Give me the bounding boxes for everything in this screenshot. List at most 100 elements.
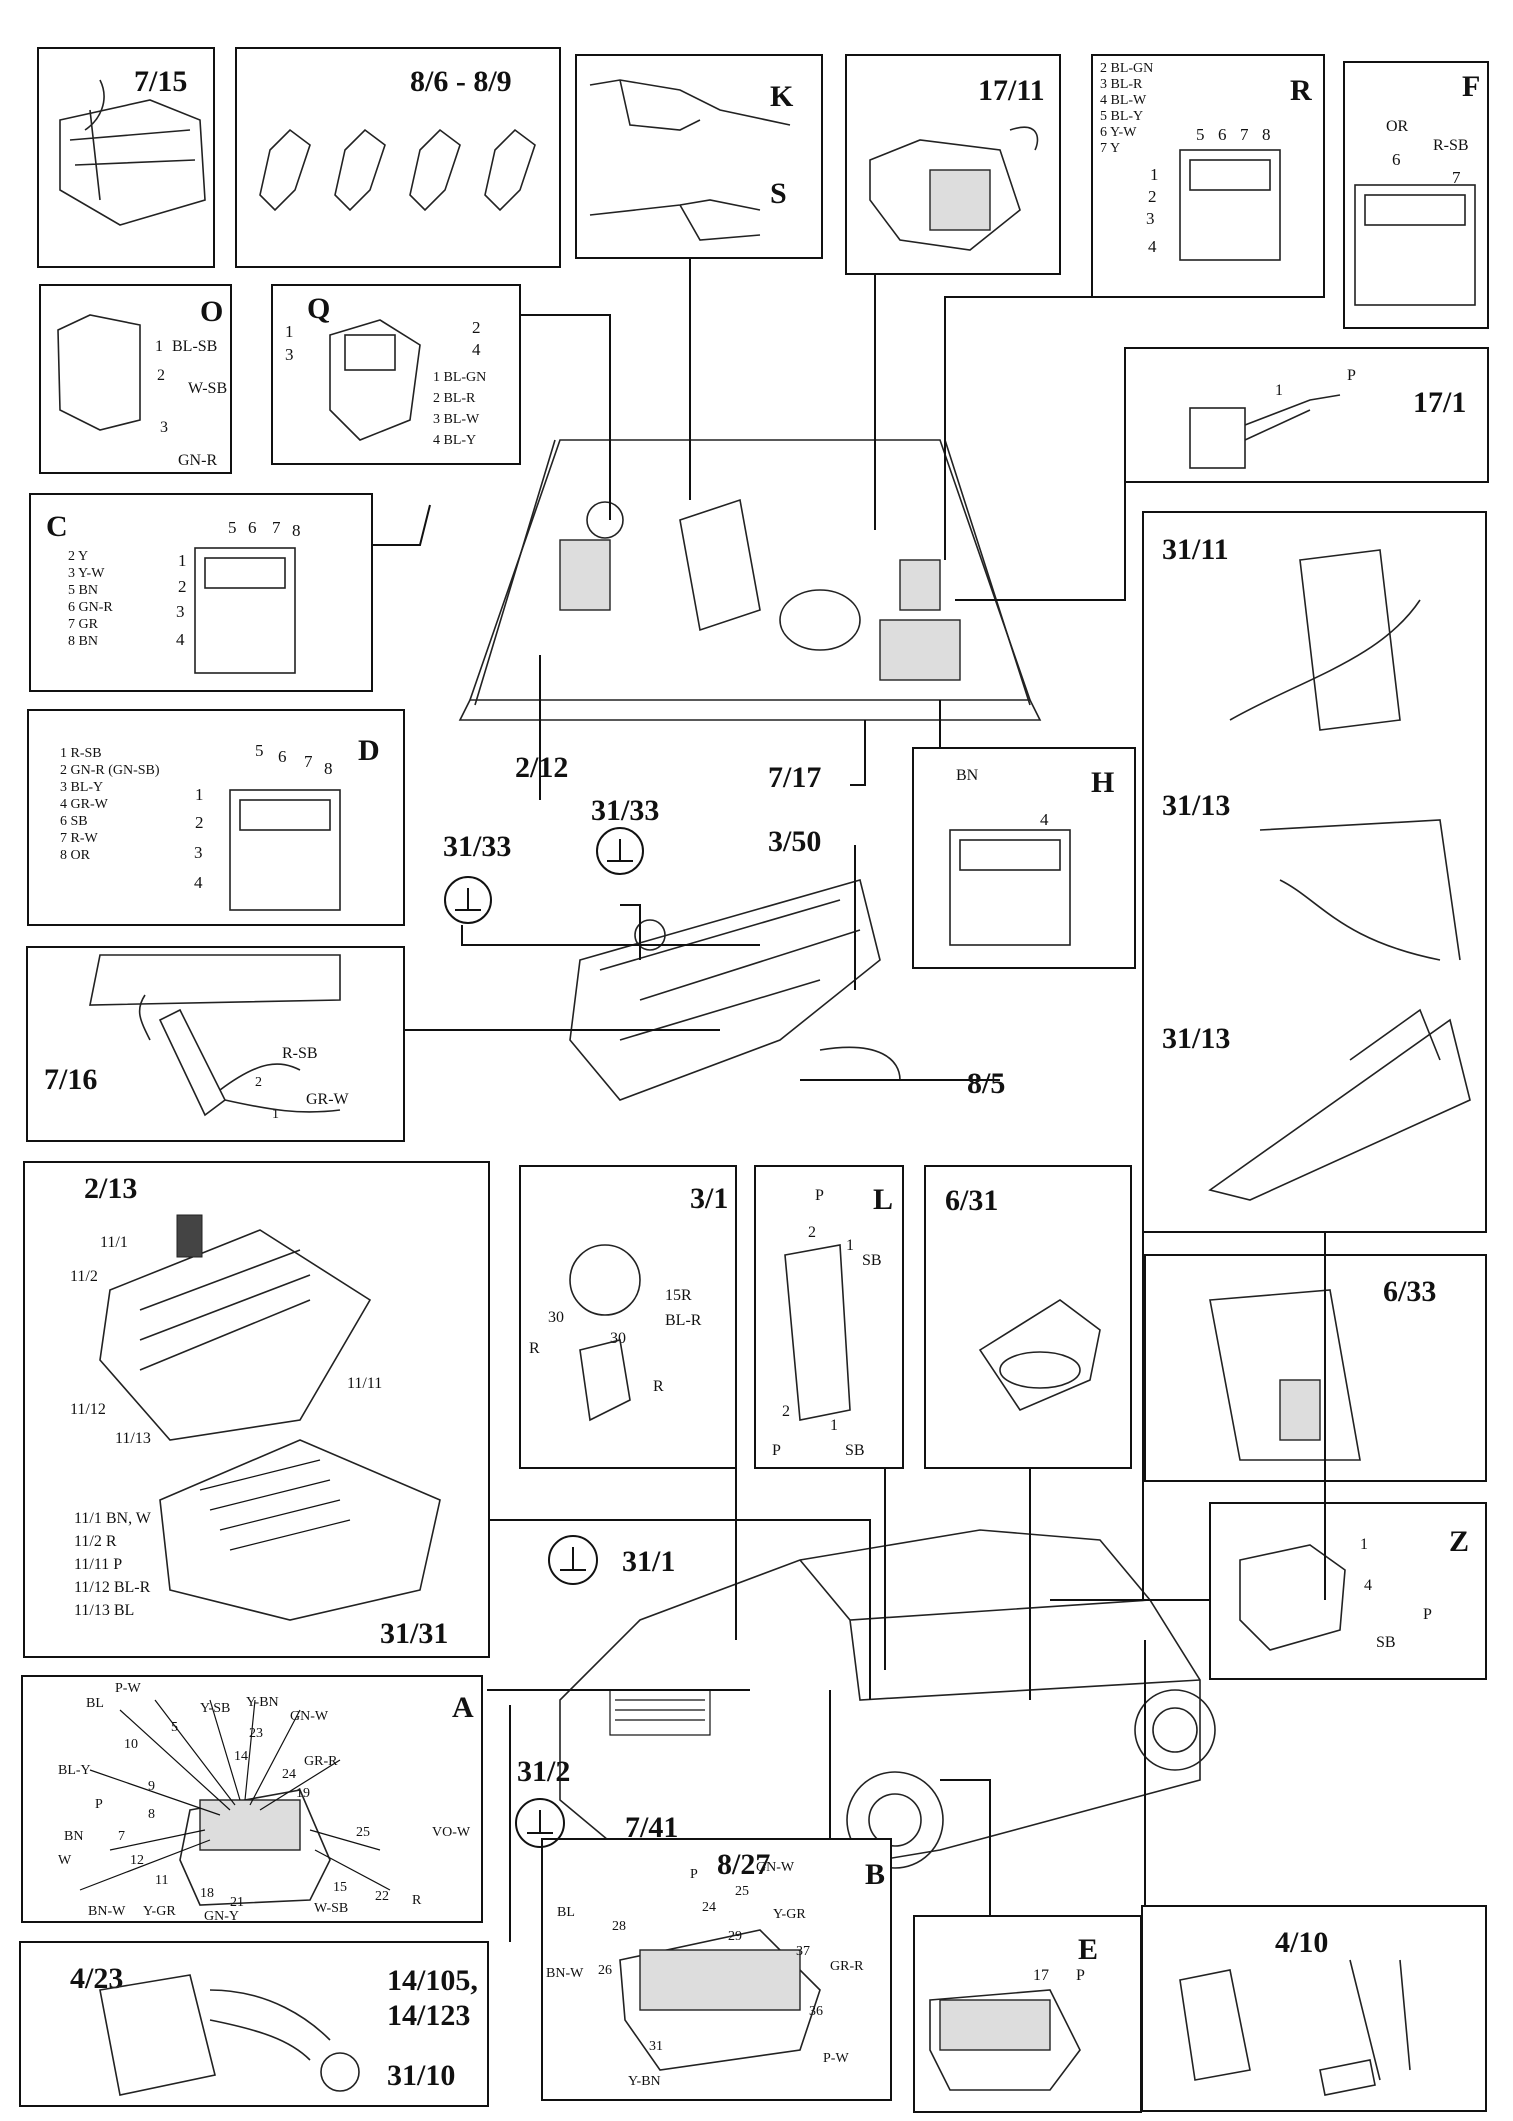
svg-text:8: 8	[1262, 125, 1271, 144]
panel-title: 4/23	[70, 1962, 123, 1995]
ground-symbol	[548, 1535, 598, 1585]
svg-text:R-SB: R-SB	[282, 1045, 318, 1062]
svg-text:3 BL-Y: 3 BL-Y	[60, 780, 103, 795]
panel-title: E	[1078, 1933, 1098, 1966]
svg-text:BL: BL	[557, 1905, 575, 1920]
panel-sub: S	[770, 177, 787, 210]
svg-text:BN-W: BN-W	[88, 1904, 126, 1919]
svg-text:2: 2	[472, 318, 481, 337]
panel-B: B P GN-W BL 28 24 25 Y-GR 29 BN-W 26 37 …	[541, 1838, 892, 2101]
panel-8-6-8-9: 8/6 - 8/9	[235, 47, 561, 268]
svg-text:11/2: 11/2	[70, 1268, 98, 1285]
svg-text:10: 10	[124, 1737, 138, 1752]
svg-text:P: P	[772, 1442, 781, 1459]
ground-symbol	[515, 1798, 565, 1848]
callout-8-27: 8/27	[717, 1848, 770, 1881]
ground-symbol	[444, 876, 492, 924]
svg-text:4: 4	[194, 873, 203, 892]
callout-2-12: 2/12	[515, 751, 568, 784]
panel-title: 17/1	[1413, 386, 1466, 419]
svg-text:5: 5	[228, 518, 237, 537]
svg-text:2: 2	[255, 1075, 262, 1090]
svg-text:3: 3	[194, 843, 203, 862]
svg-text:R: R	[653, 1378, 664, 1395]
svg-text:11/12 BL-R: 11/12 BL-R	[74, 1579, 151, 1596]
svg-text:7: 7	[118, 1829, 125, 1844]
svg-text:25: 25	[735, 1884, 749, 1899]
callout-31-2: 31/2	[517, 1755, 570, 1788]
svg-text:1 BL-GN: 1 BL-GN	[433, 370, 486, 385]
svg-text:4: 4	[1040, 810, 1049, 829]
panel-K: K S	[575, 54, 823, 259]
panel-ground-points: 31/11 31/13 31/13	[1142, 511, 1487, 1233]
svg-text:Y-SB: Y-SB	[200, 1701, 230, 1716]
svg-text:GR-R: GR-R	[304, 1754, 338, 1769]
svg-text:1: 1	[195, 785, 204, 804]
panel-title: 6/33	[1383, 1275, 1436, 1308]
svg-text:1: 1	[272, 1107, 279, 1122]
panel-sub2: 14/123	[387, 1999, 470, 2032]
svg-text:GR-R: GR-R	[830, 1959, 864, 1974]
panel-title: L	[873, 1183, 893, 1216]
svg-text:2 Y: 2 Y	[68, 549, 88, 564]
panel-title: 6/31	[945, 1184, 998, 1217]
svg-text:GN-Y: GN-Y	[204, 1909, 239, 1924]
svg-text:3 Y-W: 3 Y-W	[68, 566, 105, 581]
svg-text:1: 1	[830, 1417, 838, 1434]
svg-text:1: 1	[285, 322, 294, 341]
svg-text:25: 25	[356, 1825, 370, 1840]
svg-text:BL-Y: BL-Y	[58, 1763, 91, 1778]
svg-text:2: 2	[808, 1224, 816, 1241]
panel-7-15: 7/15	[37, 47, 215, 268]
panel-D: D 1 R-SB 2 GN-R (GN-SB) 3 BL-Y 4 GR-W 6 …	[27, 709, 405, 926]
callout-3-50: 3/50	[768, 825, 821, 858]
callout-8-5: 8/5	[967, 1067, 1005, 1100]
svg-text:4: 4	[472, 340, 481, 359]
svg-text:37: 37	[796, 1944, 810, 1959]
svg-text:7: 7	[1240, 125, 1249, 144]
svg-text:SB: SB	[1376, 1634, 1396, 1651]
panel-title-31-13b: 31/13	[1162, 1022, 1230, 1055]
svg-text:2: 2	[178, 577, 187, 596]
svg-text:11/13: 11/13	[115, 1430, 151, 1447]
svg-text:P: P	[1076, 1967, 1085, 1984]
svg-text:R: R	[529, 1340, 540, 1357]
panel-ground: 31/10	[387, 2059, 455, 2092]
svg-text:11: 11	[155, 1873, 168, 1888]
panel-title: A	[452, 1691, 474, 1724]
svg-text:OR: OR	[1386, 118, 1409, 135]
panel-title-31-13a: 31/13	[1162, 789, 1230, 822]
engine-illustration	[569, 879, 901, 1101]
svg-text:P: P	[1423, 1606, 1432, 1623]
svg-text:SB: SB	[862, 1252, 882, 1269]
svg-text:4: 4	[176, 630, 185, 649]
panel-H: H BN 4	[912, 747, 1136, 969]
svg-text:24: 24	[282, 1767, 296, 1782]
svg-text:Y-BN: Y-BN	[628, 2074, 661, 2089]
svg-text:23: 23	[249, 1726, 263, 1741]
panel-Z: Z 1 4 P SB	[1209, 1502, 1487, 1680]
svg-text:3: 3	[1146, 209, 1155, 228]
svg-text:1: 1	[1360, 1536, 1368, 1553]
svg-text:17: 17	[1033, 1967, 1049, 1984]
panel-6-33: 6/33	[1144, 1254, 1487, 1482]
panel-A: A P-W Y-SB Y-BN GN-W BL 5 23 GR-R 10 14 …	[21, 1675, 483, 1924]
svg-text:9: 9	[148, 1779, 155, 1794]
svg-text:R-SB: R-SB	[1433, 137, 1469, 154]
svg-text:7: 7	[272, 518, 281, 537]
panel-3-1: 3/1 30 15R R 30 BL-R R	[519, 1165, 737, 1469]
panel-title: O	[200, 295, 223, 328]
svg-text:4 BL-Y: 4 BL-Y	[433, 433, 476, 448]
svg-text:8: 8	[148, 1807, 155, 1822]
svg-text:15R: 15R	[665, 1287, 692, 1304]
svg-text:11/11: 11/11	[347, 1375, 382, 1392]
svg-text:26: 26	[598, 1963, 612, 1978]
svg-text:1: 1	[1275, 382, 1283, 399]
svg-text:P: P	[1347, 367, 1356, 384]
svg-text:2: 2	[157, 367, 165, 384]
ground-symbol	[596, 827, 644, 875]
svg-text:4: 4	[1148, 237, 1157, 256]
svg-text:3: 3	[176, 602, 185, 621]
svg-text:BN: BN	[64, 1829, 83, 1844]
svg-text:6: 6	[278, 747, 287, 766]
